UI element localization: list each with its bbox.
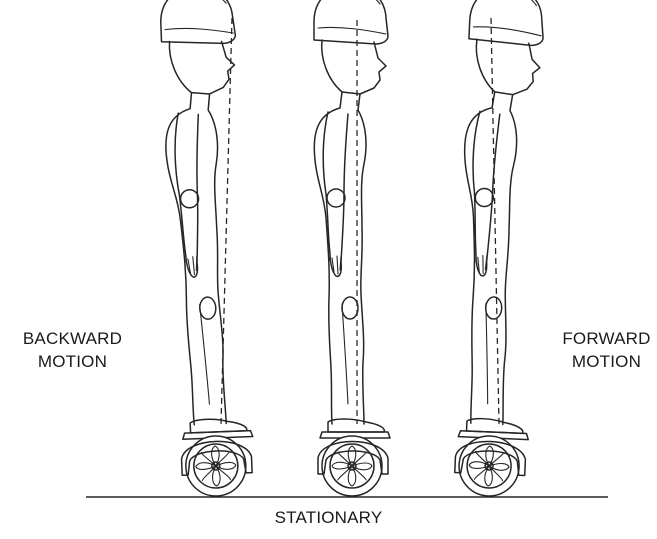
forward-label-line2: MOTION (556, 350, 657, 373)
backward-label-line2: MOTION (0, 350, 145, 373)
forward-motion-label: FORWARD MOTION (556, 327, 657, 373)
stationary-label: STATIONARY (240, 506, 417, 529)
forward-rider (450, 0, 547, 498)
stationary-rider (314, 0, 390, 496)
backward-motion-label: BACKWARD MOTION (0, 327, 145, 373)
forward-label-line1: FORWARD (556, 327, 657, 350)
backward-label-line1: BACKWARD (0, 327, 145, 350)
backward-rider (159, 0, 255, 497)
